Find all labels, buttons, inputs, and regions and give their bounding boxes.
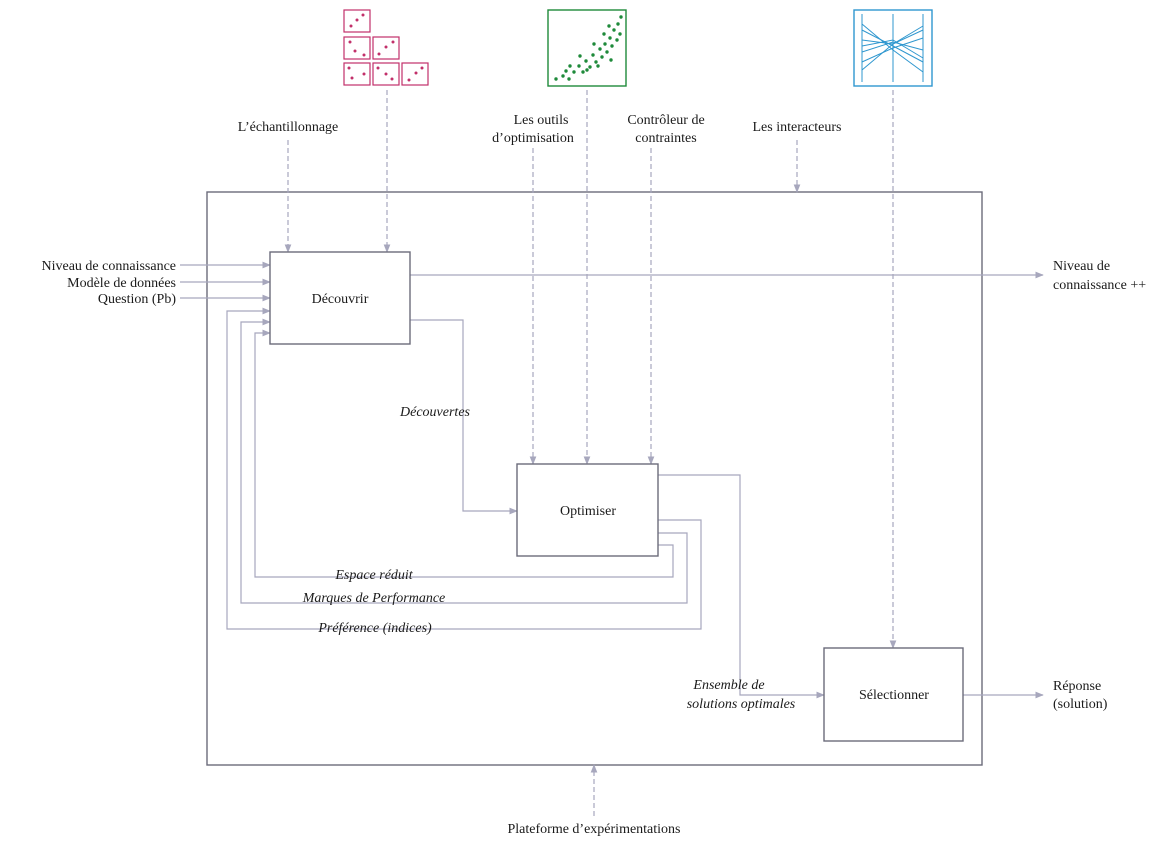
- answer-label-2: (solution): [1053, 697, 1108, 712]
- optim-tools-label-2: d’optimisation: [492, 131, 574, 146]
- optimize-label: Optimiser: [560, 504, 616, 519]
- constraints-label-2: contraintes: [635, 131, 696, 146]
- scatter-plot-icon: [547, 9, 627, 87]
- scatter-matrix-icon: [343, 9, 429, 86]
- constraints-label-1: Contrôleur de: [627, 113, 704, 128]
- discoveries-label: Découvertes: [399, 405, 471, 420]
- select-box: [823, 647, 964, 742]
- select-label: Sélectionner: [859, 688, 929, 703]
- reduced-space-label: Espace réduit: [334, 568, 413, 583]
- parallel-coordinates-icon: [853, 9, 933, 87]
- data-model-label: Modèle de données: [67, 276, 176, 291]
- sampling-label: L’échantillonnage: [238, 120, 339, 135]
- knowledge-plus-label-2: connaissance ++: [1053, 278, 1146, 293]
- optim-tools-label-1: Les outils: [514, 113, 569, 128]
- performance-marks-label: Marques de Performance: [302, 591, 446, 606]
- discover-label: Découvrir: [312, 292, 369, 307]
- discover-box: [269, 251, 411, 345]
- knowledge-plus-label-1: Niveau de: [1053, 259, 1110, 274]
- preference-label: Préférence (indices): [317, 621, 432, 636]
- question-label: Question (Pb): [98, 292, 177, 307]
- optimal-set-label-2: solutions optimales: [687, 697, 796, 712]
- optimal-set-label-1: Ensemble de: [692, 678, 764, 693]
- knowledge-level-label: Niveau de connaissance: [42, 259, 177, 274]
- optimize-box: [516, 463, 659, 557]
- platform-label: Plateforme d’expérimentations: [508, 822, 681, 837]
- answer-label-1: Réponse: [1053, 679, 1101, 694]
- interactors-label: Les interacteurs: [752, 120, 841, 135]
